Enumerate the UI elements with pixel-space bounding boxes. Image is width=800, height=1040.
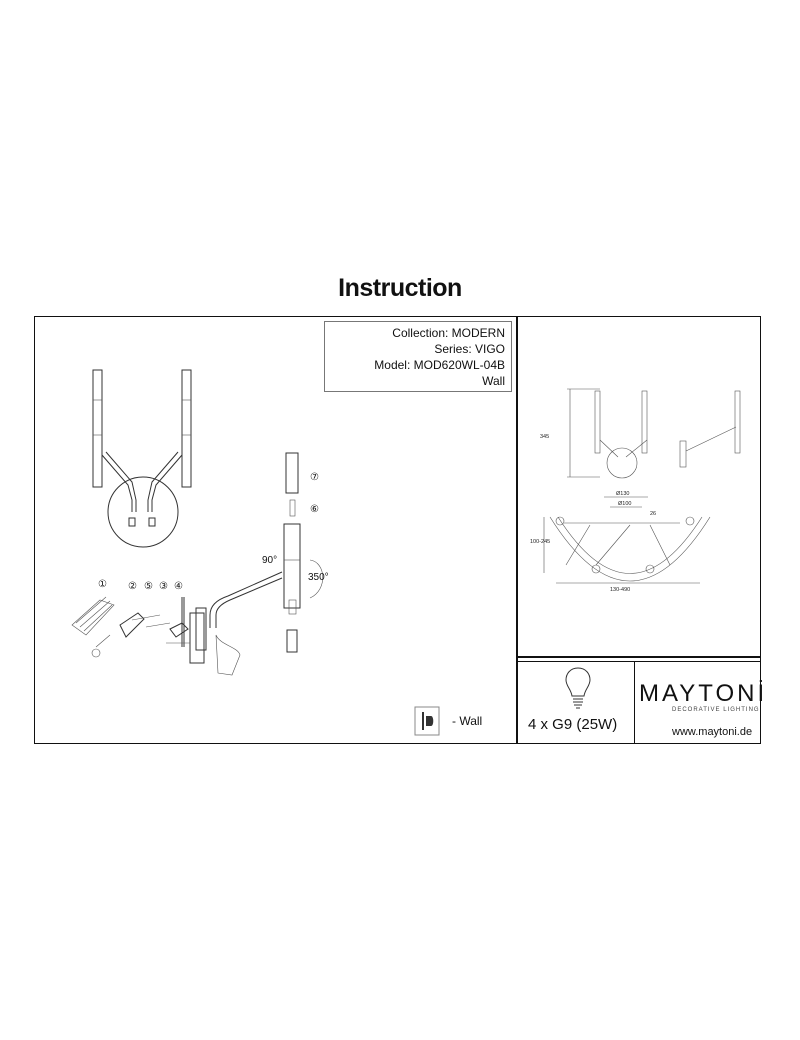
wall-mount-icon <box>414 706 440 736</box>
instruction-frame <box>34 316 761 744</box>
brand-tagline: DECORATIVE LIGHTING <box>672 707 760 713</box>
product-info-box: Collection: MODERN Series: VIGO Model: M… <box>324 321 512 392</box>
depth-dimension: 26 <box>650 511 656 517</box>
collection-label: Collection: MODERN <box>392 326 505 340</box>
brand-url: www.maytoni.de <box>672 726 753 738</box>
front-view-drawing <box>92 369 192 548</box>
width-range-dimension: 130-490 <box>610 587 630 593</box>
step-6-label: ⑥ <box>310 504 319 515</box>
angle-90-label: 90° <box>262 555 277 566</box>
step-1-label: ① <box>98 579 107 590</box>
divider-horizontal-inner <box>516 661 761 662</box>
mount-label: Wall <box>482 374 505 388</box>
lamp-spec: 4 x G9 (25W) <box>528 716 618 733</box>
angle-350-label: 350° <box>308 572 329 583</box>
mounting-diagram: ① ② ⑤ ③ ④ <box>71 579 241 676</box>
wall-mount-label: - Wall <box>452 714 483 728</box>
step-7-label: ⑦ <box>310 472 319 483</box>
brand-logo: MAYTONİ <box>639 680 768 707</box>
page-title: Instruction <box>338 274 462 302</box>
side-view-drawing: ⑦ ⑥ 90° 350° <box>195 452 329 653</box>
divider-vertical <box>516 316 518 744</box>
step-4-label: ④ <box>174 581 183 592</box>
height-dimension: 345 <box>540 434 549 440</box>
series-label: Series: VIGO <box>434 342 505 356</box>
step-2-label: ② <box>128 581 137 592</box>
d100-dimension: Ø100 <box>618 501 631 507</box>
divider-spec-logo <box>634 661 635 744</box>
step-5-label: ⑤ <box>144 581 153 592</box>
d130-dimension: Ø130 <box>616 491 629 497</box>
dimension-drawing: 345 100-245 130-490 Ø130 Ø100 26 <box>530 388 741 593</box>
model-label: Model: MOD620WL-04B <box>374 358 505 372</box>
depth-range-dimension: 100-245 <box>530 539 550 545</box>
divider-horizontal <box>516 656 761 658</box>
step-3-label: ③ <box>159 581 168 592</box>
light-bulb-icon <box>565 667 591 709</box>
